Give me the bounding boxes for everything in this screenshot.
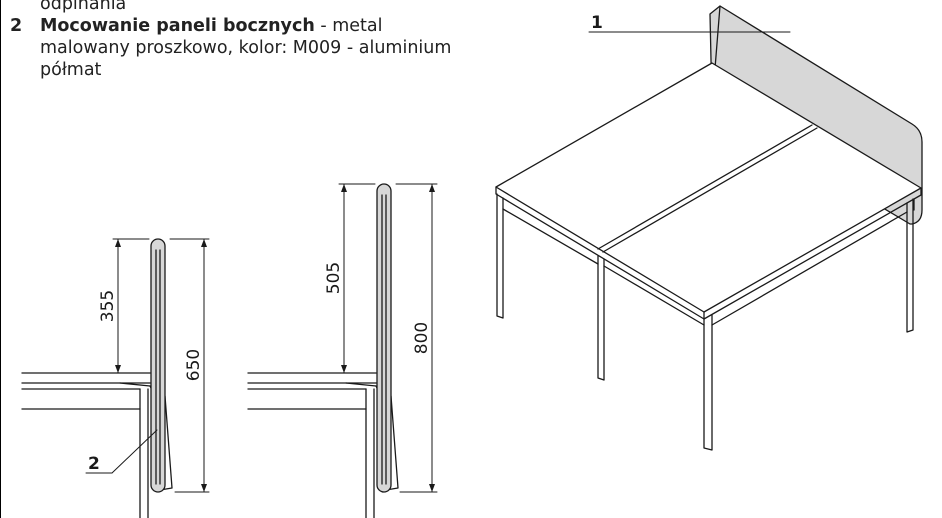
legend-item-2-number: 2 [10,16,23,36]
left-border [0,0,1,518]
dim-505: 505 [324,262,344,294]
left-section-detail [21,238,210,518]
legend-item-2-text: Mocowanie paneli bocznych - metal [40,16,383,37]
legend-item-2-desc-1: - metal [314,16,383,36]
dim-355: 355 [98,290,118,322]
legend-item-2-desc-2: malowany proszkowo, kolor: M009 - alumin… [40,38,452,58]
right-section-detail [247,183,438,518]
dim-650: 650 [184,349,204,381]
callout-1: 1 [591,13,603,33]
dim-800: 800 [412,322,432,354]
legend-line-0: odpinania [40,0,127,14]
legend-item-2-desc-3: półmat [40,60,102,80]
legend-item-2-title: Mocowanie paneli bocznych [40,16,315,36]
callout-2: 2 [88,454,100,474]
desk-isometric [495,5,923,451]
